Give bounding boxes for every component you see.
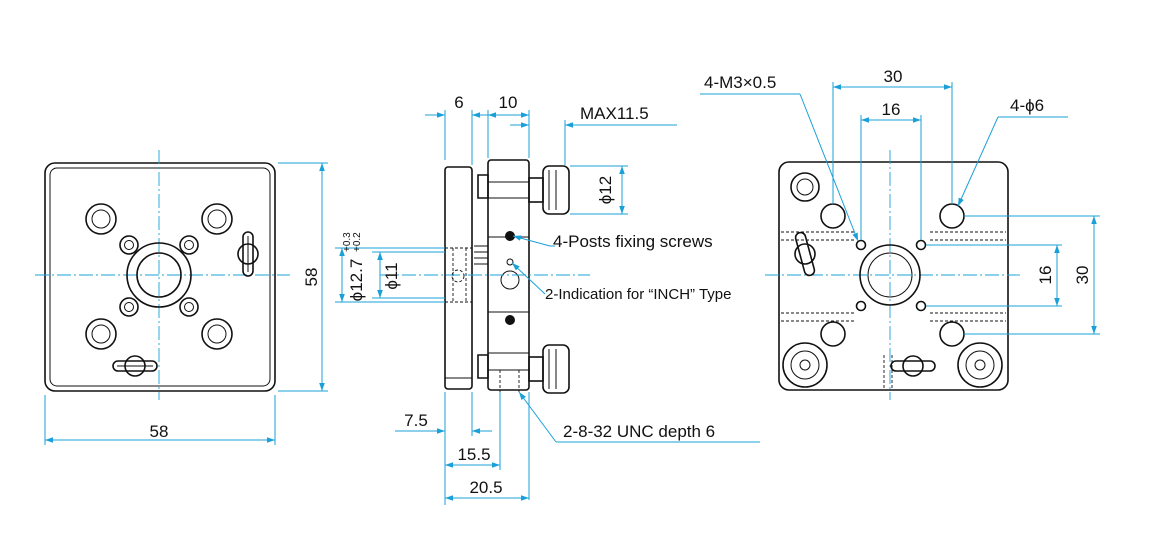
rear-counterbore-hole	[957, 342, 1003, 388]
rear-through-hole	[939, 203, 965, 229]
rear-through-hole	[820, 321, 846, 347]
rear-view: 30 16 16 30 4-M3×0.5 4-ϕ6	[700, 67, 1100, 400]
rear-through-hole	[820, 203, 846, 229]
front-adjuster-knob-bottom	[112, 355, 158, 377]
rear-vert-inner-label: 16	[1036, 266, 1055, 285]
side-gap-label: 10	[499, 93, 518, 112]
side-bore-tol-upper: +0.3	[342, 232, 353, 252]
front-center-bore-outer	[126, 242, 192, 308]
front-plate-chamfer	[49, 167, 271, 387]
side-inch-indication-mark	[506, 258, 514, 266]
side-post-screw-bottom	[505, 315, 515, 325]
rear-outer-span-label: 30	[884, 67, 903, 86]
side-max-label: MAX11.5	[580, 104, 649, 123]
front-small-hole	[119, 297, 139, 317]
rear-through-hole	[939, 321, 965, 347]
front-counterbore-hole	[85, 318, 117, 350]
rear-thread-hole	[915, 239, 927, 251]
side-bore-outer-label: ϕ12.7	[347, 259, 366, 302]
rear-counterbore-hole	[782, 342, 828, 388]
thread-holes-note: 4-M3×0.5	[704, 73, 776, 92]
front-center-bore-inner	[136, 252, 182, 298]
rear-center-bore-inner	[867, 252, 913, 298]
through-holes-note: 4-ϕ6	[1010, 96, 1044, 115]
side-knob-diameter-label: ϕ12	[596, 176, 615, 204]
rear-center-bore-outer	[859, 244, 921, 306]
side-depth-1-label: 7.5	[404, 411, 428, 430]
front-height-label: 58	[302, 268, 321, 287]
side-view: 6 10 MAX11.5 ϕ12 ϕ12.7 +0.3 +0.2 ϕ11 7.5	[335, 93, 760, 505]
rear-adjuster-knob-left	[794, 231, 816, 277]
side-center-hole	[500, 270, 520, 290]
rear-counterbore-hole	[790, 172, 820, 202]
side-bore-inner-label: ϕ11	[382, 262, 401, 289]
rear-thread-hole	[915, 300, 927, 312]
rear-plate-outline	[778, 161, 1009, 391]
front-small-hole	[179, 297, 199, 317]
side-mount-plate	[444, 166, 473, 390]
rear-inner-span-label: 16	[882, 100, 901, 119]
side-stud-top	[477, 174, 489, 199]
rear-thread-hole	[855, 300, 867, 312]
side-depth-2-label: 15.5	[457, 445, 490, 464]
front-small-hole	[179, 235, 199, 255]
front-counterbore-hole	[201, 318, 233, 350]
side-adjuster-knob-bottom	[528, 344, 570, 394]
rear-thread-hole	[855, 239, 867, 251]
front-plate-outline	[44, 162, 276, 392]
posts-fixing-screws-note: 4-Posts fixing screws	[553, 232, 713, 251]
side-stud-bottom	[477, 354, 489, 379]
side-bore-tol-lower: +0.2	[352, 232, 363, 252]
front-width-label: 58	[150, 422, 169, 441]
rear-adjuster-knob-bottom	[890, 355, 936, 377]
unc-thread-note: 2-8-32 UNC depth 6	[563, 422, 715, 441]
front-view: 58 58	[35, 150, 328, 445]
front-counterbore-hole	[201, 203, 233, 235]
side-depth-3-label: 20.5	[469, 478, 502, 497]
side-spring	[474, 245, 488, 265]
inch-indication-note: 2-Indication for “INCH” Type	[545, 286, 731, 303]
side-plate-thickness-label: 6	[454, 93, 463, 112]
front-small-hole	[119, 235, 139, 255]
side-adjuster-knob-top	[528, 165, 570, 215]
side-post-screw-top	[505, 231, 515, 241]
front-adjuster-knob-right	[237, 231, 259, 277]
front-counterbore-hole	[85, 203, 117, 235]
rear-vert-outer-label: 30	[1073, 266, 1092, 285]
